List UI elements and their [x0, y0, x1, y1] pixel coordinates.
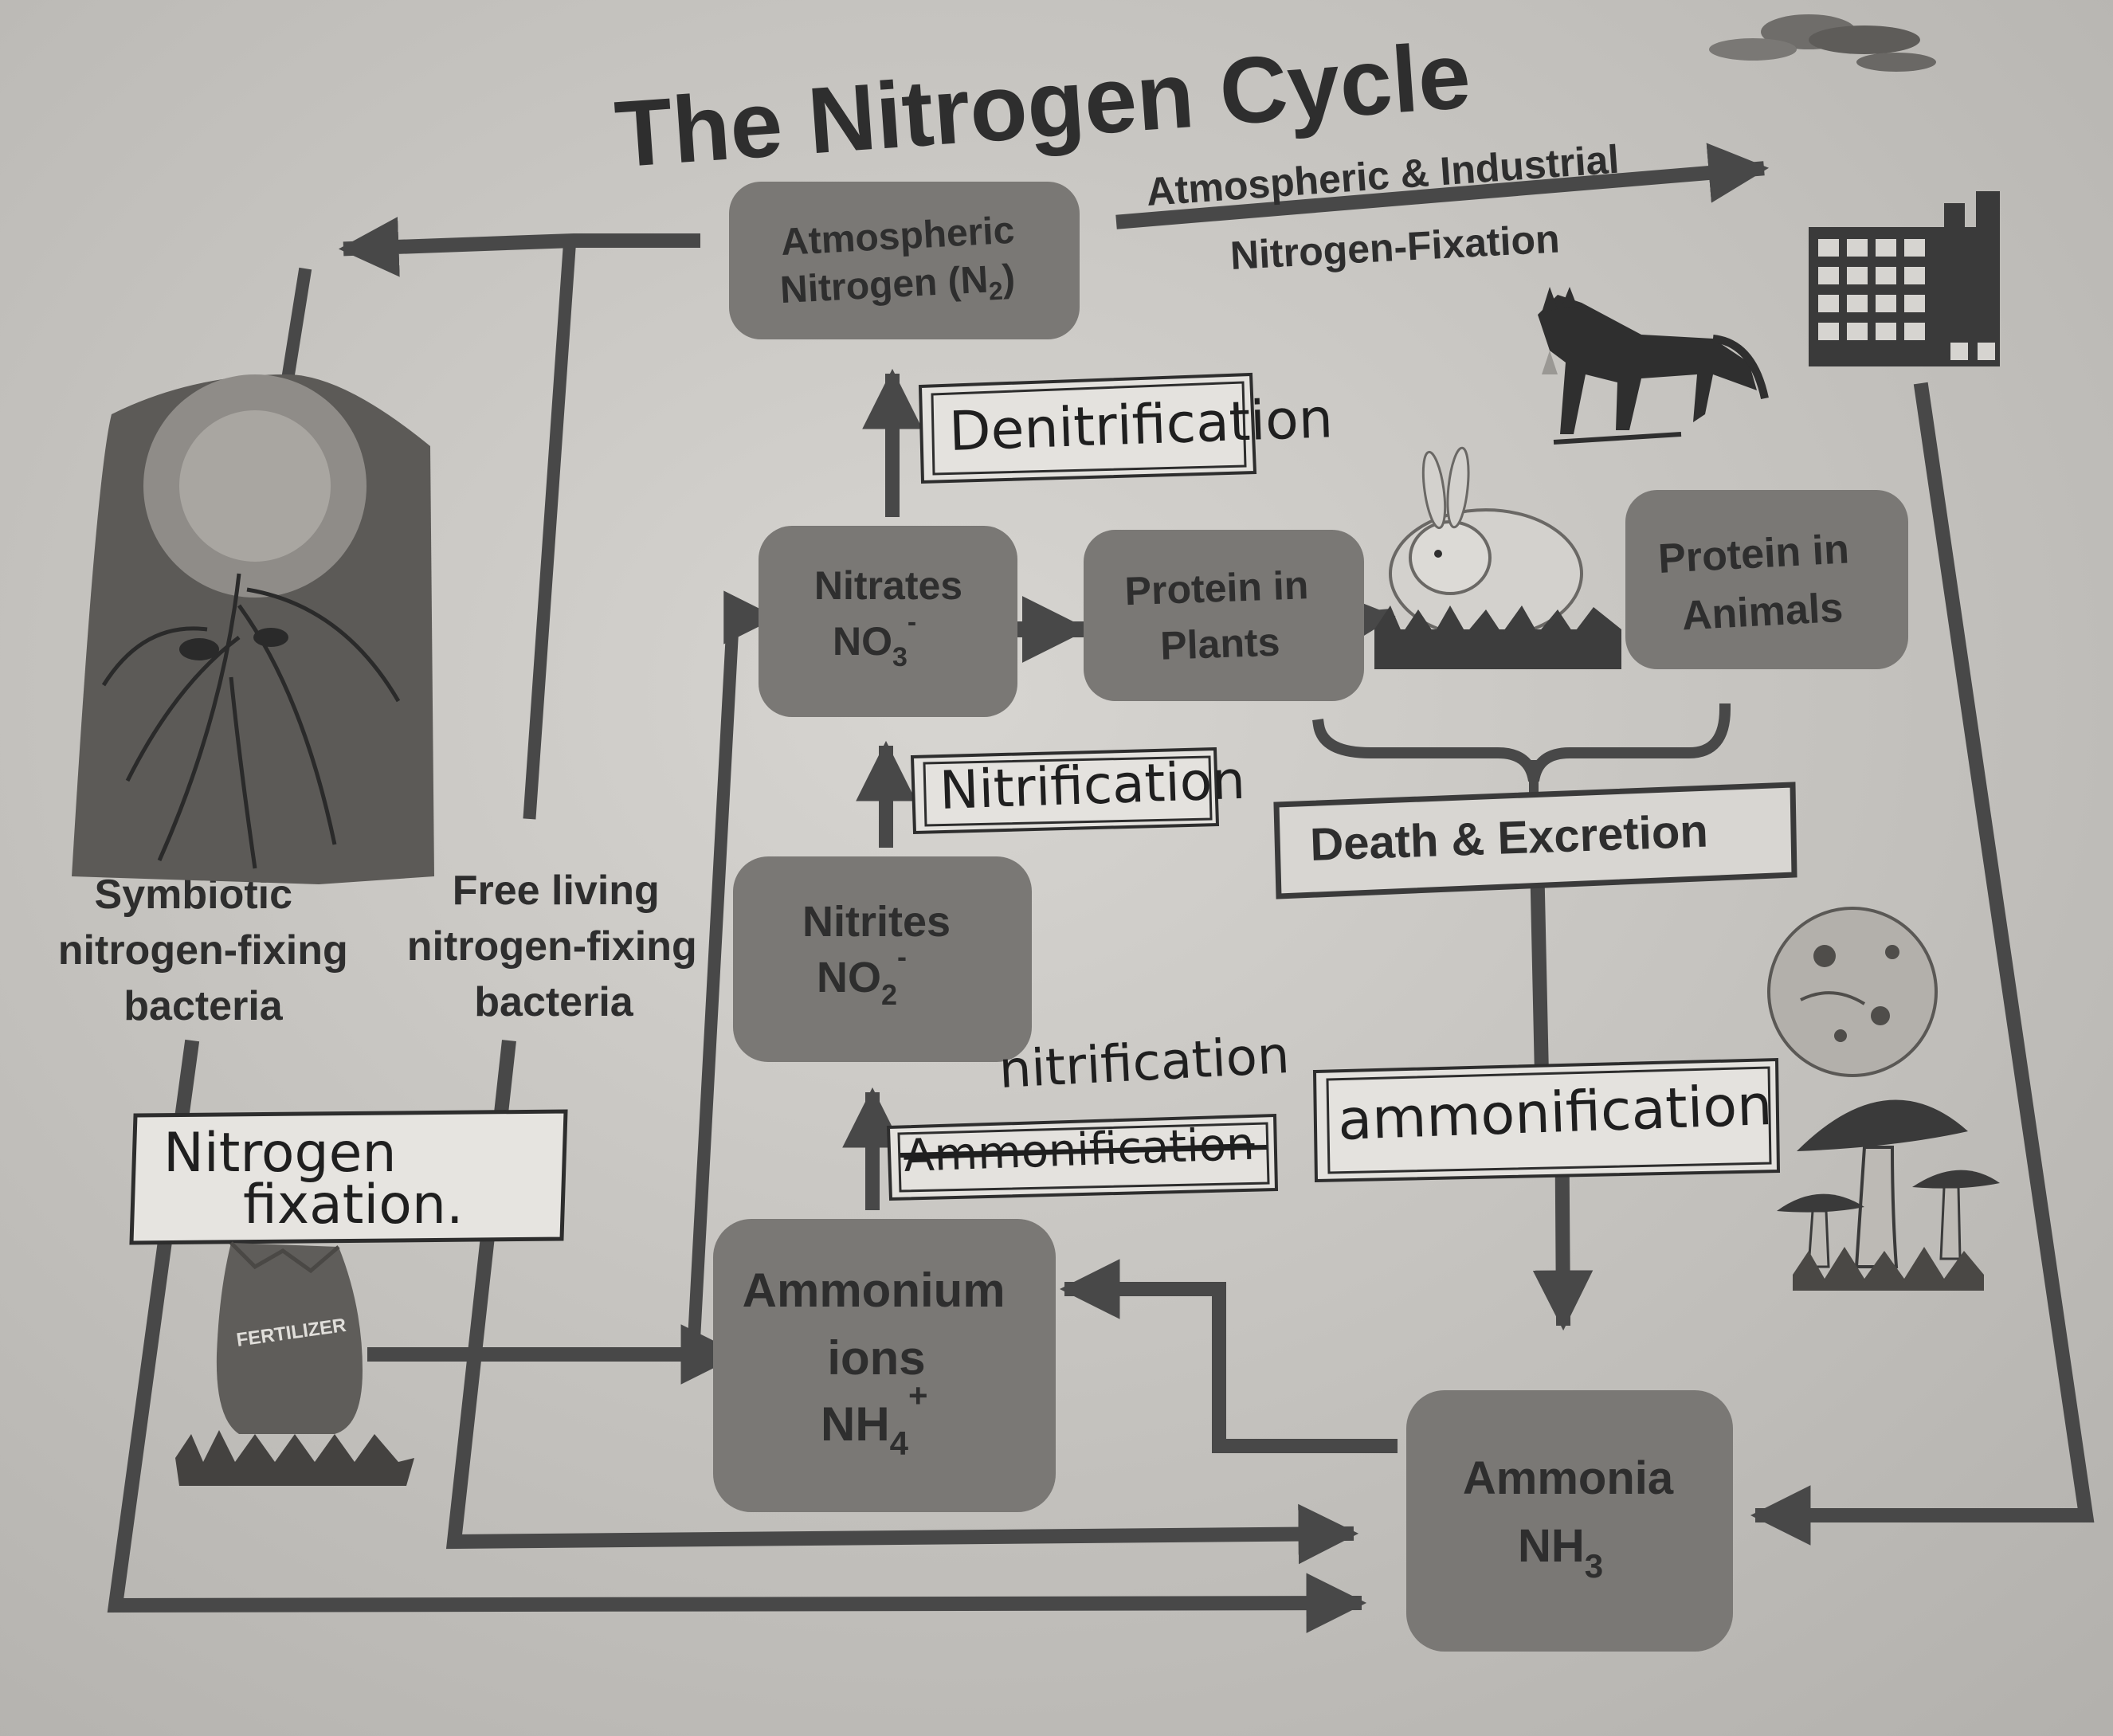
handwritten-nitrification-upper-box: Nitrification: [910, 747, 1246, 835]
nitrites-sup: -: [897, 940, 907, 973]
free-living-line2: nitrogen-fixing: [407, 923, 697, 970]
nitrites-name: Nitrites: [802, 898, 951, 946]
factory-icon: [1809, 191, 2000, 366]
node-protein-animals: Protein in Animals: [1625, 490, 1908, 669]
handwritten-fixation: fixation.: [243, 1174, 464, 1236]
svg-text:NH4+: NH4 +: [821, 1377, 928, 1462]
svg-text:Ammonium ions: Ammonium ions: [743, 1264, 1019, 1385]
handwritten-denitrification-box: Denitrification: [918, 372, 1334, 484]
handwritten-nitrogen-fixation-box: Nitrogen fixation.: [129, 1109, 568, 1245]
svg-text:Protein in Animals: Protein in Animals: [1657, 526, 1865, 641]
rabbit-icon: [1374, 446, 1621, 669]
handwritten-ammonification-struck-box: Ammonification: [886, 1113, 1279, 1201]
svg-text:NO2-: NO2-: [817, 940, 907, 1011]
ammonia-sub: 3: [1585, 1547, 1603, 1585]
arrow-to-nitrates: [686, 590, 778, 1362]
free-living-line3: bacteria: [474, 979, 634, 1025]
strike-line: [900, 1145, 1268, 1158]
node-ammonium-ions: Ammonium ions NH4 +: [713, 1219, 1056, 1512]
arrow-fixers-from-atmosphere: [338, 217, 700, 277]
ammonium-line2: ions: [827, 1331, 925, 1385]
handwritten-nitrification-upper: Nitrification: [939, 750, 1246, 821]
ammonia-formula: NH: [1518, 1520, 1585, 1572]
smoke-cloud-icon: [1709, 14, 1936, 72]
atmospheric-close: ): [1002, 257, 1017, 300]
ammonia-name: Ammonia: [1463, 1452, 1674, 1504]
nitrates-name: Nitrates: [814, 563, 962, 608]
svg-text:Protein in Plants: Protein in Plants: [1124, 562, 1323, 669]
free-living-line1: Free living: [453, 868, 660, 914]
protein-plants-line2: Plants: [1159, 620, 1280, 668]
node-protein-plants: Protein in Plants: [1084, 530, 1364, 701]
node-ammonia: Ammonia NH3: [1406, 1390, 1733, 1652]
svg-text:NO3-: NO3-: [833, 607, 916, 672]
arrow-industrial-fixation: [1115, 143, 1770, 229]
svg-text:NH3: NH3: [1518, 1520, 1603, 1585]
fertilizer-bag-icon: FERTILIZER: [175, 1241, 414, 1486]
node-nitrites: Nitrites NO2-: [733, 856, 1032, 1062]
ammonium-line1: Ammonium: [743, 1264, 1006, 1317]
svg-text:Free living nitrogen-fixin: Free living nitrogen-fixing bacteria: [407, 868, 708, 1025]
nitrites-sub: 2: [881, 978, 897, 1011]
ammonium-sup: +: [908, 1377, 928, 1414]
handwritten-ammonification-box: ammonification: [1312, 1057, 1781, 1183]
line-free-living-up: [523, 236, 577, 820]
ammonium-formula: NH: [821, 1397, 890, 1451]
handwritten-ammonification: ammonification: [1337, 1072, 1774, 1153]
svg-text:Nitrogen fixation.: Nitrogen fixation.: [163, 1122, 464, 1236]
arrow-industrial-to-ammonia: [1750, 382, 2095, 1546]
svg-text:Ammonia: Ammonia: [1463, 1452, 1674, 1504]
svg-text:Nitrites: Nitrites: [802, 898, 951, 946]
death-excretion-box: Death & Excretion: [1273, 782, 1797, 899]
nitrates-sup: -: [908, 607, 916, 637]
clover-plant-icon: [72, 374, 434, 884]
mushroom-icon: [1777, 1099, 2000, 1291]
protein-animals-line1: Protein in: [1657, 526, 1851, 582]
ammonium-sub: 4: [890, 1424, 909, 1462]
atmospheric-sub: 2: [988, 276, 1004, 306]
nitrites-formula: NO: [817, 954, 881, 1001]
handwritten-nitrogen: Nitrogen: [163, 1122, 397, 1185]
decaying-fruit-icon: [1767, 907, 1938, 1077]
node-nitrates: Nitrates NO3-: [759, 526, 1017, 717]
arrow-ammonia-to-ammonium: [1059, 1259, 1398, 1453]
line-symbiotic-up: [280, 267, 312, 382]
protein-animals-line2: Animals: [1680, 585, 1844, 640]
nitrates-formula: NO: [833, 619, 892, 664]
protein-plants-line1: Protein in: [1124, 562, 1309, 613]
nitrates-sub: 3: [892, 642, 908, 672]
symbiotic-line3: bacteria: [123, 983, 284, 1029]
symbiotic-line2: nitrogen-fixing: [58, 927, 348, 974]
handwritten-denitrification: Denitrification: [948, 387, 1334, 464]
node-atmospheric-nitrogen: Atmospheric Nitrogen (N2): [729, 182, 1080, 339]
svg-text:Nitrates: Nitrates: [814, 563, 962, 608]
fox-icon: [1538, 287, 1769, 445]
